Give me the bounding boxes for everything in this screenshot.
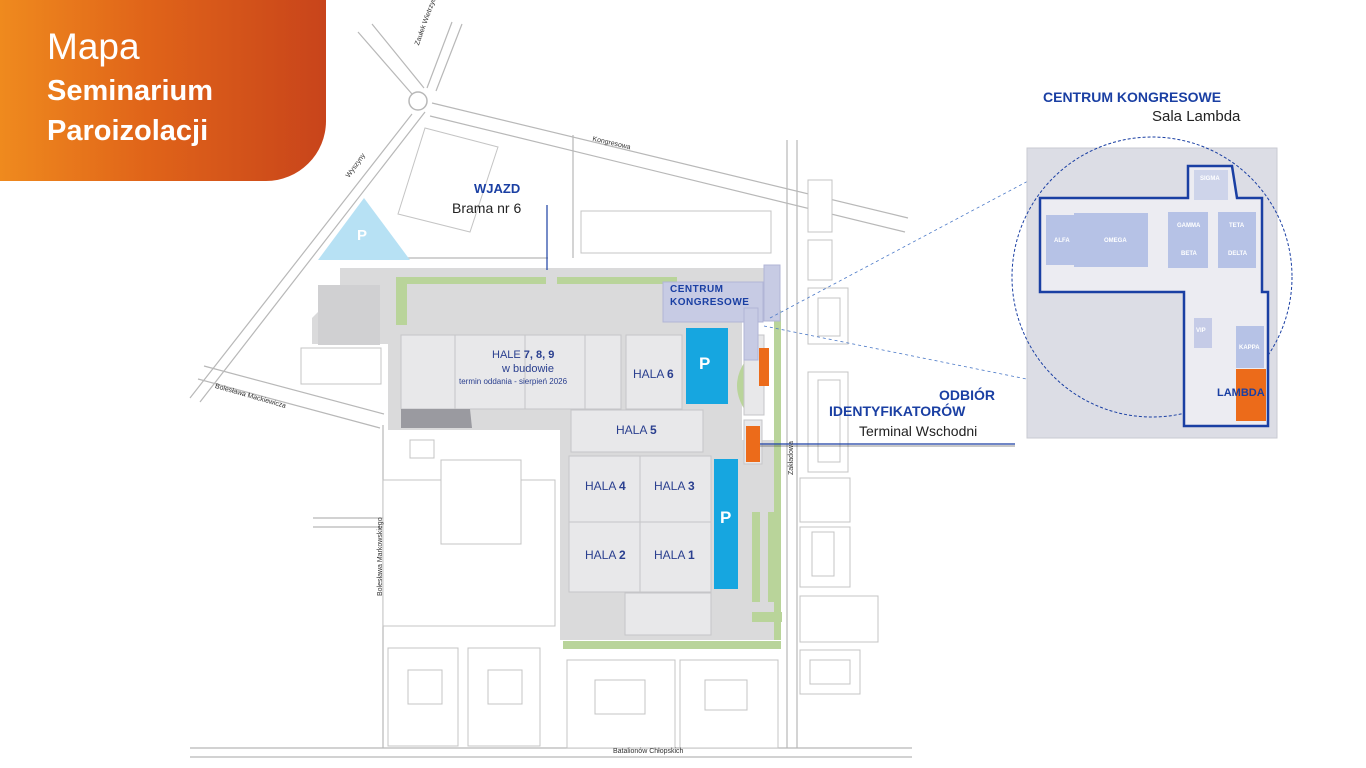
room-vip: VIP	[1196, 328, 1206, 334]
title-banner: Mapa Seminarium Paroizolacji	[0, 0, 326, 181]
inset-subtitle: Sala Lambda	[1152, 108, 1241, 125]
room-omega: OMEGA	[1104, 238, 1127, 244]
pickup-line3: Terminal Wschodni	[859, 423, 978, 439]
hall-789-line3: termin oddania - sierpień 2026	[459, 377, 568, 386]
parking-east-label: P	[720, 508, 732, 527]
halls	[400, 334, 765, 636]
hall-5-label: HALA 5	[616, 423, 657, 437]
parking-east	[714, 459, 738, 589]
congress-label-line1: CENTRUM	[670, 284, 724, 295]
congress-label-line2: KONGRESOWE	[670, 297, 750, 308]
street-batalionow: Batalionów Chłopskich	[613, 748, 684, 755]
hall-789-line1: HALE 7, 8, 9	[492, 349, 555, 361]
orange-marker-lambda	[759, 348, 769, 386]
inset-connectors	[763, 179, 1181, 411]
title-event-line1: Seminarium	[47, 75, 213, 107]
room-beta: BETA	[1181, 251, 1197, 257]
hall-1-label: HALA 1	[654, 548, 695, 562]
congress-inset	[1011, 136, 1293, 439]
parking-area-north	[318, 198, 410, 260]
room-kappa: KAPPA	[1239, 345, 1260, 351]
parking-hall6-label: P	[699, 354, 711, 373]
room-teta: TETA	[1229, 223, 1245, 229]
pickup-line2: IDENTYFIKATORÓW	[829, 403, 966, 419]
hall-shadow	[401, 409, 472, 428]
room-gamma: GAMMA	[1177, 223, 1201, 229]
parking-hall6	[686, 328, 728, 404]
entrance-subtitle: Brama nr 6	[452, 200, 522, 216]
hall-789-line2: w budowie	[502, 363, 554, 375]
title-event-line2: Paroizolacji	[47, 115, 209, 147]
room-lambda: LAMBDA	[1217, 387, 1265, 399]
hall-6-label: HALA 6	[633, 367, 674, 381]
orange-marker-terminal	[746, 426, 760, 462]
pickup-line1: ODBIÓR	[939, 387, 995, 403]
hall-4-label: HALA 4	[585, 479, 626, 493]
title-map: Mapa	[47, 26, 140, 67]
inset-title: CENTRUM KONGRESOWE	[1043, 89, 1222, 105]
parking-north-label: P	[357, 227, 368, 244]
room-sigma: SIGMA	[1200, 176, 1220, 182]
room-delta: DELTA	[1228, 251, 1248, 257]
hall-3-label: HALA 3	[654, 479, 695, 493]
room-alfa: ALFA	[1054, 238, 1070, 244]
street-markowskiego: Bolesława Markowskiego	[377, 517, 384, 596]
hall-2-label: HALA 2	[585, 548, 626, 562]
street-zakladowa: Zakładowa	[788, 441, 795, 475]
congress-centre-building	[662, 264, 781, 361]
entrance-title: WJAZD	[474, 181, 521, 196]
